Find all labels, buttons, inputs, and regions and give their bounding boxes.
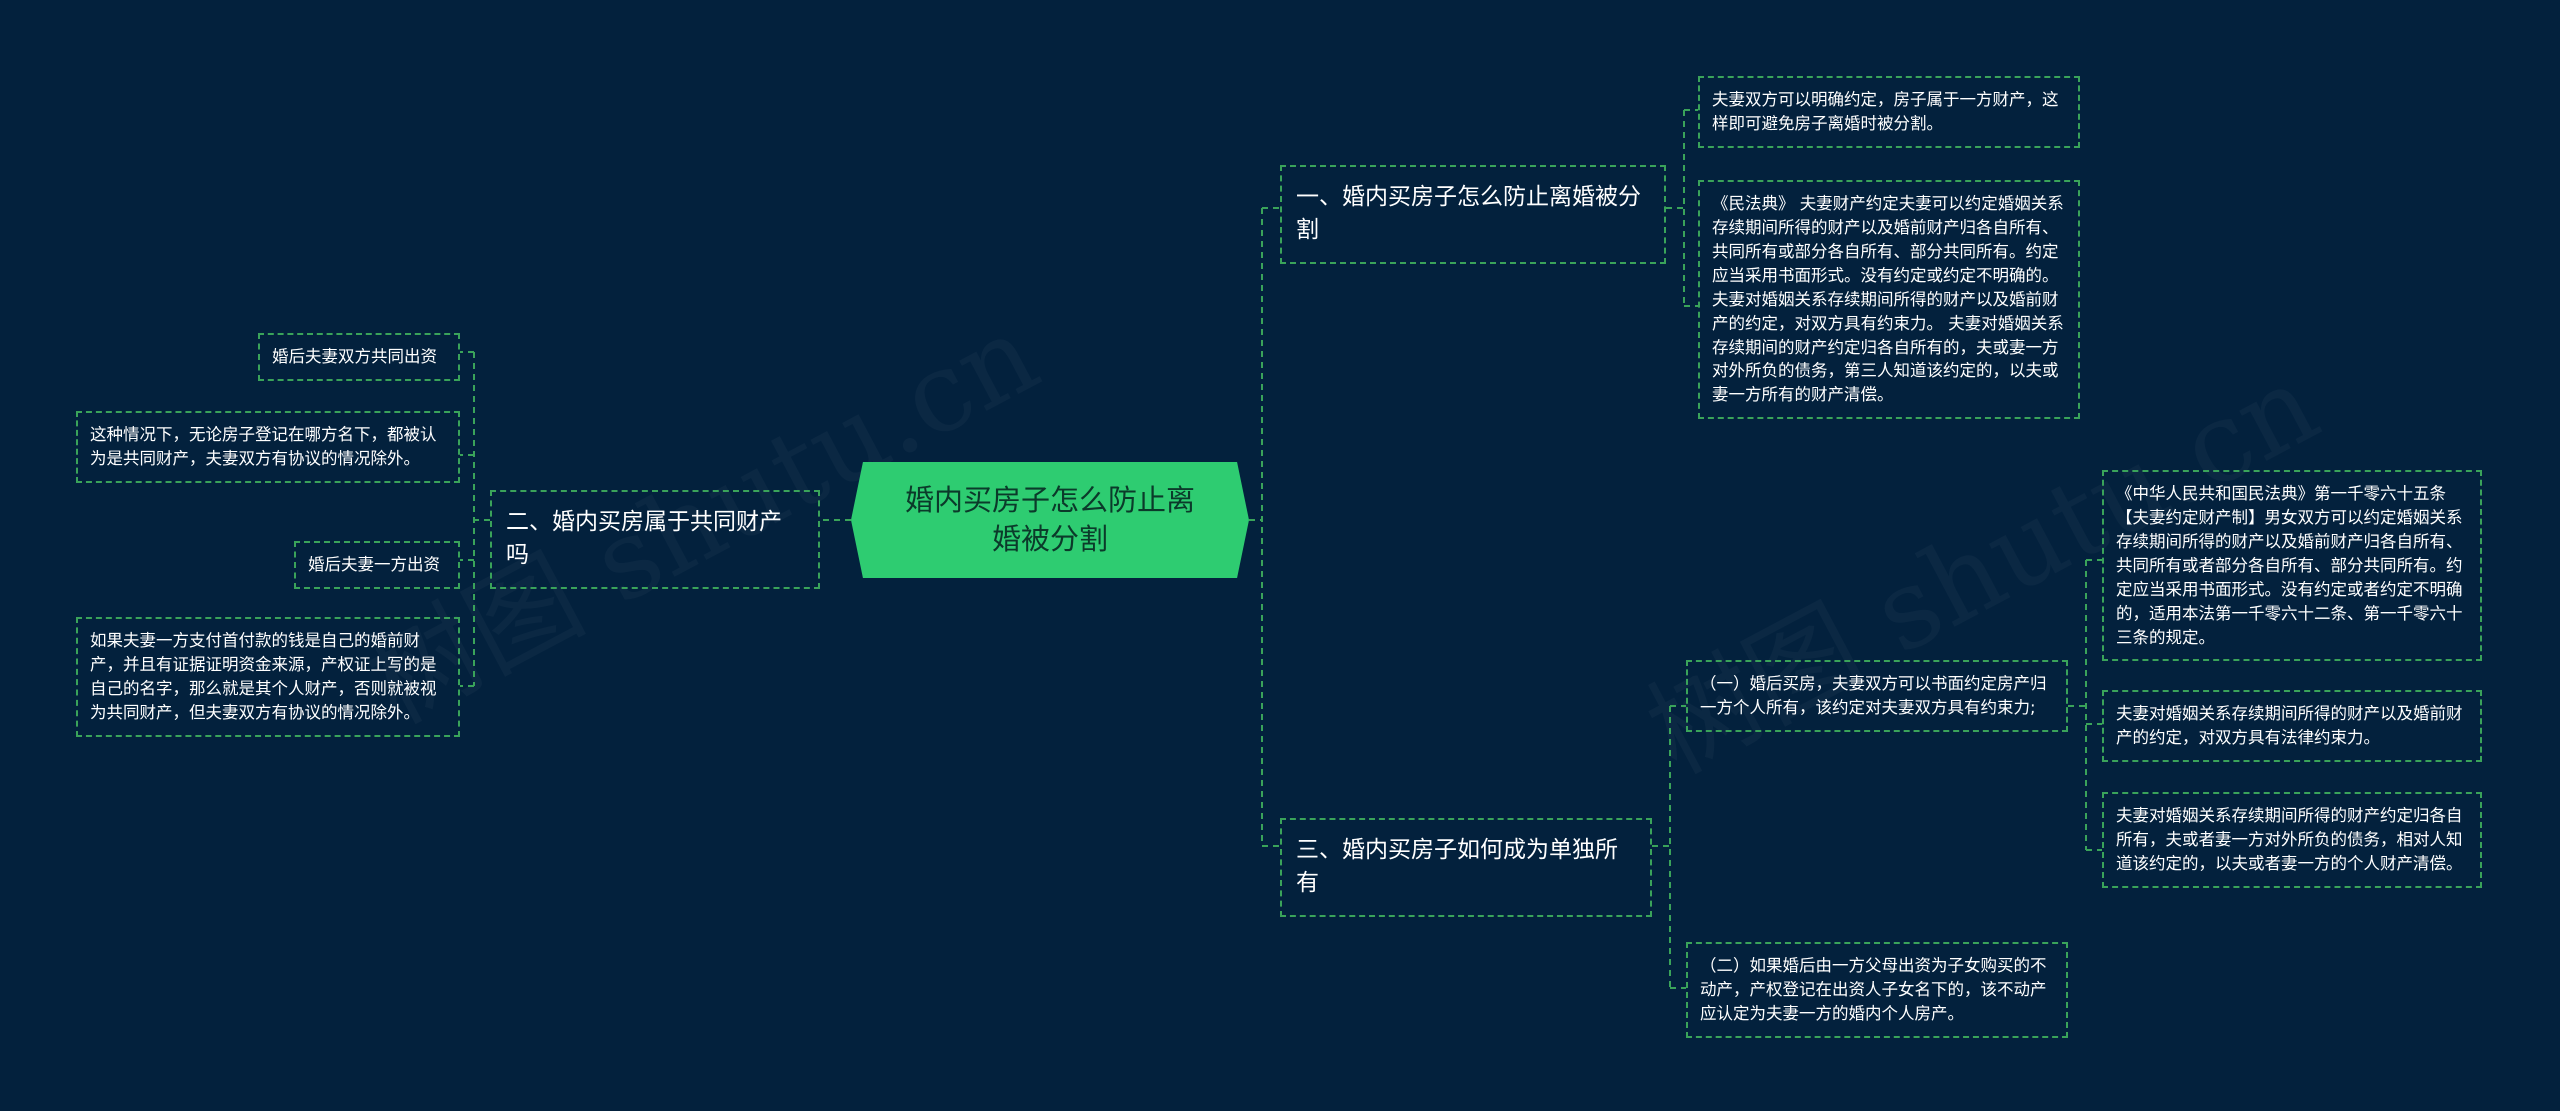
branch-2-child-1[interactable]: 婚后夫妻双方共同出资 (258, 333, 460, 381)
branch-3-grandchild-3[interactable]: 夫妻对婚姻关系存续期间所得的财产约定归各自所有，夫或者妻一方对外所负的债务，相对… (2102, 792, 2482, 888)
branch-1-child-1-text: 夫妻双方可以明确约定，房子属于一方财产，这样即可避免房子离婚时被分割。 (1712, 90, 2059, 133)
branch-3-grandchild-1[interactable]: 《中华人民共和国民法典》第一千零六十五条【夫妻约定财产制】男女双方可以约定婚姻关… (2102, 470, 2482, 662)
branch-1-child-1[interactable]: 夫妻双方可以明确约定，房子属于一方财产，这样即可避免房子离婚时被分割。 (1698, 76, 2080, 148)
branch-2-child-2[interactable]: 这种情况下，无论房子登记在哪方名下，都被认为是共同财产，夫妻双方有协议的情况除外… (76, 411, 460, 483)
branch-1-child-2-text: 《民法典》 夫妻财产约定夫妻可以约定婚姻关系存续期间所得的财产以及婚前财产归各自… (1712, 194, 2064, 405)
branch-3-topic[interactable]: 三、婚内买房子如何成为单独所有 (1280, 818, 1652, 917)
branch-3-child-2[interactable]: （二）如果婚后由一方父母出资为子女购买的不动产，产权登记在出资人子女名下的，该不… (1686, 942, 2068, 1038)
branch-3-grandchild-2-text: 夫妻对婚姻关系存续期间所得的财产以及婚前财产的约定，对双方具有法律约束力。 (2116, 704, 2463, 747)
branch-2-topic[interactable]: 二、婚内买房属于共同财产吗 (490, 490, 820, 589)
branch-1-child-2[interactable]: 《民法典》 夫妻财产约定夫妻可以约定婚姻关系存续期间所得的财产以及婚前财产归各自… (1698, 180, 2080, 420)
branch-3-child-1-text: （一）婚后买房，夫妻双方可以书面约定房产归一方个人所有，该约定对夫妻双方具有约束… (1700, 674, 2047, 717)
branch-2-label: 二、婚内买房属于共同财产吗 (506, 509, 782, 569)
branch-3-label: 三、婚内买房子如何成为单独所有 (1296, 837, 1618, 897)
root-topic[interactable]: 婚内买房子怎么防止离婚被分割 (851, 462, 1249, 578)
branch-2-child-2-text: 这种情况下，无论房子登记在哪方名下，都被认为是共同财产，夫妻双方有协议的情况除外… (90, 425, 437, 468)
branch-2-child-4-text: 如果夫妻一方支付首付款的钱是自己的婚前财产，并且有证据证明资金来源，产权证上写的… (90, 631, 437, 722)
branch-3-child-2-text: （二）如果婚后由一方父母出资为子女购买的不动产，产权登记在出资人子女名下的，该不… (1700, 956, 2047, 1023)
branch-2-child-3[interactable]: 婚后夫妻一方出资 (294, 541, 460, 589)
branch-2-child-4[interactable]: 如果夫妻一方支付首付款的钱是自己的婚前财产，并且有证据证明资金来源，产权证上写的… (76, 617, 460, 737)
root-topic-label: 婚内买房子怎么防止离婚被分割 (904, 482, 1195, 556)
branch-2-child-1-text: 婚后夫妻双方共同出资 (272, 347, 437, 366)
branch-3-grandchild-2[interactable]: 夫妻对婚姻关系存续期间所得的财产以及婚前财产的约定，对双方具有法律约束力。 (2102, 690, 2482, 762)
branch-1-label: 一、婚内买房子怎么防止离婚被分割 (1296, 184, 1641, 244)
branch-3-child-1[interactable]: （一）婚后买房，夫妻双方可以书面约定房产归一方个人所有，该约定对夫妻双方具有约束… (1686, 660, 2068, 732)
branch-1-topic[interactable]: 一、婚内买房子怎么防止离婚被分割 (1280, 165, 1666, 264)
branch-2-child-3-text: 婚后夫妻一方出资 (308, 555, 440, 574)
branch-3-grandchild-3-text: 夫妻对婚姻关系存续期间所得的财产约定归各自所有，夫或者妻一方对外所负的债务，相对… (2116, 806, 2463, 873)
branch-3-grandchild-1-text: 《中华人民共和国民法典》第一千零六十五条【夫妻约定财产制】男女双方可以约定婚姻关… (2116, 484, 2463, 647)
